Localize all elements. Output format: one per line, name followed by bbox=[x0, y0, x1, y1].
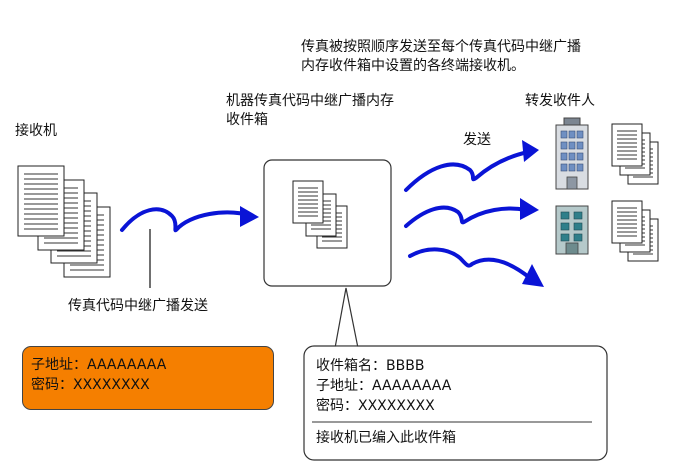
receiver-label: 接收机 bbox=[15, 123, 57, 139]
relay-send-arrow bbox=[120, 206, 259, 233]
forward-arrows bbox=[404, 140, 544, 287]
building-icon-1 bbox=[555, 117, 589, 190]
mailbox-callout-pointer bbox=[334, 287, 359, 349]
recipient-document-stack-1 bbox=[611, 123, 659, 185]
mailbox-info-box-frame bbox=[303, 345, 608, 461]
receiver-document-stack bbox=[17, 165, 111, 278]
mailbox-note: 接收机已编入此收件箱 bbox=[316, 430, 456, 446]
relay-mailbox-box bbox=[263, 159, 392, 287]
sender-info-box: 子地址：AAAAAAAA 密码：XXXXXXXX bbox=[22, 346, 274, 410]
forward-recipients-label: 转发收件人 bbox=[525, 93, 595, 109]
top-note-line1: 传真被按照顺序发送至每个传真代码中继广播 bbox=[301, 39, 581, 55]
relay-box-label-line2: 收件箱 bbox=[226, 112, 268, 128]
building-icon-2 bbox=[555, 205, 589, 255]
recipient-document-stack-2 bbox=[611, 200, 659, 262]
mailbox-password: 密码：XXXXXXXX bbox=[316, 398, 435, 414]
top-note-line2: 内存收件箱中设置的各终端接收机。 bbox=[301, 58, 525, 74]
send-label: 发送 bbox=[463, 132, 491, 148]
sender-password: 密码：XXXXXXXX bbox=[31, 377, 150, 393]
mailbox-box-name: 收件箱名：BBBB bbox=[316, 358, 425, 374]
relay-send-label: 传真代码中继广播发送 bbox=[68, 298, 208, 314]
mailbox-sub-address: 子地址：AAAAAAAA bbox=[316, 378, 452, 394]
relay-box-label-line1: 机器传真代码中继广播内存 bbox=[226, 93, 394, 109]
sender-sub-address: 子地址：AAAAAAAA bbox=[31, 357, 167, 373]
